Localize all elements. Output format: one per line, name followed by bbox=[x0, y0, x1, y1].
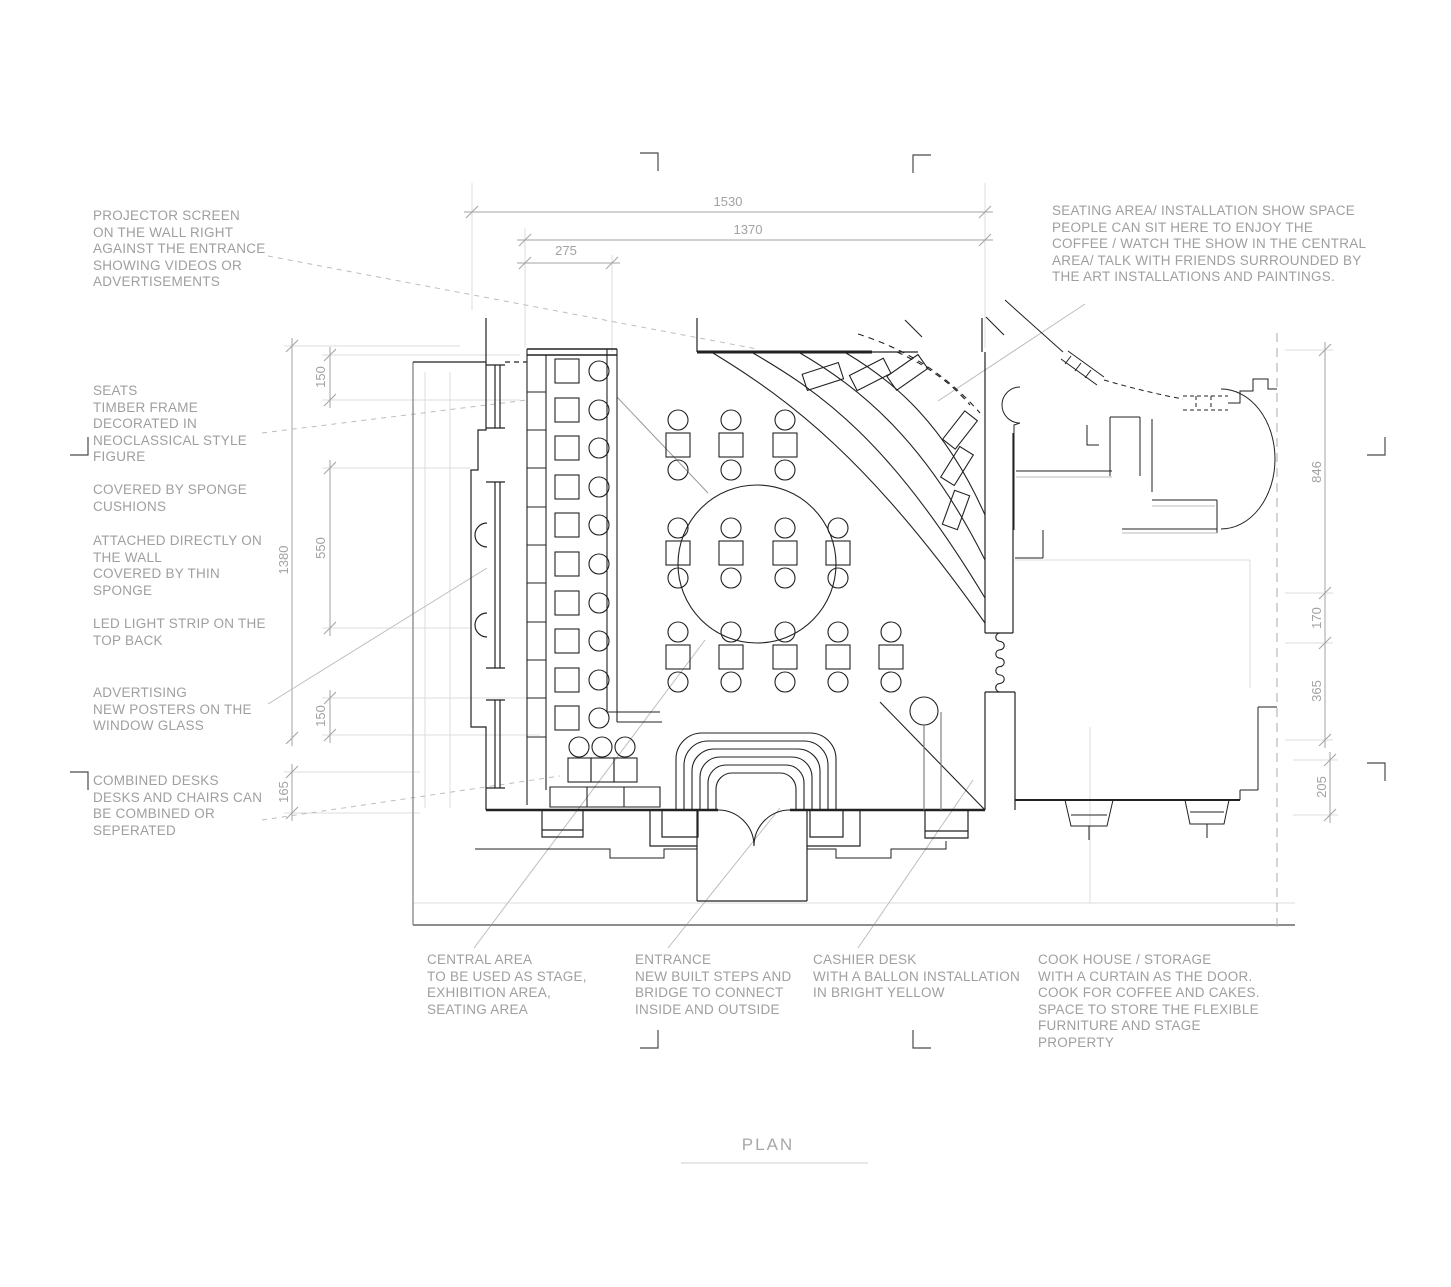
annotation-line: TIMBER FRAME bbox=[93, 399, 199, 415]
construction-lines bbox=[284, 183, 1338, 904]
annotation-seats: SEATS TIMBER FRAME DECORATED IN NEOCLASS… bbox=[93, 383, 247, 466]
dim-top-inner: 1370 bbox=[733, 222, 763, 237]
annotation-line: SEATING AREA bbox=[427, 1001, 529, 1017]
annotation-line: BE COMBINED OR bbox=[93, 806, 216, 822]
dim-left-seg3: 150 bbox=[313, 705, 328, 727]
annotation-projector-screen: PROJECTOR SCREEN ON THE WALL RIGHT AGAIN… bbox=[93, 208, 266, 291]
annotation-line: WITH A CURTAIN AS THE DOOR. bbox=[1038, 968, 1253, 984]
dimension-lines bbox=[285, 205, 1337, 823]
annotation-line: SEATING AREA/ INSTALLATION SHOW SPACE bbox=[1052, 203, 1356, 218]
annotation-attached-wall: ATTACHED DIRECTLY ON THE WALL COVERED BY… bbox=[93, 533, 262, 599]
annotation-line: FURNITURE AND STAGE bbox=[1038, 1018, 1201, 1034]
cook-house-storage bbox=[1001, 299, 1277, 840]
annotation-line: EXHIBITION AREA, bbox=[427, 985, 552, 1001]
annotation-line: ENTRANCE bbox=[635, 952, 712, 967]
entrance-steps bbox=[675, 732, 837, 847]
annotation-line: NEW POSTERS ON THE bbox=[93, 701, 252, 717]
annotation-line: ATTACHED DIRECTLY ON bbox=[93, 533, 263, 548]
central-tables bbox=[665, 409, 904, 693]
annotation-line: COVERED BY THIN bbox=[93, 566, 221, 582]
annotation-line: SEATS bbox=[93, 383, 138, 398]
dim-left-seg1: 150 bbox=[313, 366, 328, 388]
annotation-line: SEPERATED bbox=[93, 822, 177, 838]
annotation-line: PROPERTY bbox=[1038, 1034, 1115, 1050]
annotation-led-strip: LED LIGHT STRIP ON THE TOP BACK bbox=[93, 616, 266, 649]
dim-left-overall: 1380 bbox=[276, 545, 291, 575]
corner-marks bbox=[70, 152, 1386, 1049]
annotation-line: NEOCLASSICAL STYLE bbox=[93, 432, 248, 448]
site-boundary bbox=[412, 333, 1295, 928]
annotation-line: DECORATED IN bbox=[93, 416, 198, 432]
entrance-door-swings bbox=[717, 809, 791, 847]
annotation-line: COOK FOR COFFEE AND CAKES. bbox=[1038, 985, 1260, 1001]
combined-desks bbox=[549, 736, 661, 808]
annotation-line: THE ART INSTALLATIONS AND PAINTINGS. bbox=[1052, 269, 1336, 285]
annotation-seating-area: SEATING AREA/ INSTALLATION SHOW SPACE PE… bbox=[1052, 203, 1366, 286]
balloon-installation bbox=[909, 696, 939, 726]
annotation-line: WITH A BALLON INSTALLATION bbox=[813, 968, 1021, 984]
annotation-combined-desks: COMBINED DESKS DESKS AND CHAIRS CAN BE C… bbox=[93, 773, 262, 839]
dim-right-seg2: 170 bbox=[1309, 607, 1324, 629]
annotation-central-area: CENTRAL AREA TO BE USED AS STAGE, EXHIBI… bbox=[427, 952, 587, 1018]
dim-left-seg4: 165 bbox=[276, 781, 291, 803]
annotation-line: TOP BACK bbox=[93, 632, 163, 648]
annotation-line: BRIDGE TO CONNECT bbox=[635, 985, 784, 1001]
annotation-line: ADVERTISING bbox=[93, 685, 188, 700]
annotation-line: WINDOW GLASS bbox=[93, 718, 205, 734]
annotation-line: LED LIGHT STRIP ON THE bbox=[93, 616, 266, 631]
annotation-line: COOK HOUSE / STORAGE bbox=[1038, 952, 1212, 967]
annotation-cook-house: COOK HOUSE / STORAGE WITH A CURTAIN AS T… bbox=[1038, 952, 1260, 1052]
annotation-line: PEOPLE CAN SIT HERE TO ENJOY THE bbox=[1052, 219, 1314, 235]
annotation-line: DESKS AND CHAIRS CAN bbox=[93, 789, 263, 805]
annotation-sponge-cushions: COVERED BY SPONGE CUSHIONS bbox=[93, 482, 247, 515]
annotation-line: COVERED BY SPONGE bbox=[93, 482, 248, 497]
annotation-line: IN BRIGHT YELLOW bbox=[813, 985, 945, 1001]
annotation-line: COMBINED DESKS bbox=[93, 773, 219, 788]
annotation-line: PROJECTOR SCREEN bbox=[93, 208, 241, 223]
annotation-line: AREA/ TALK WITH FRIENDS SURROUNDED BY bbox=[1052, 252, 1362, 268]
annotation-line: CENTRAL AREA bbox=[427, 952, 533, 967]
annotation-line: AGAINST THE ENTRANCE bbox=[93, 241, 266, 257]
annotation-cashier-desk: CASHIER DESK WITH A BALLON INSTALLATION … bbox=[813, 952, 1020, 1002]
dim-top-small: 275 bbox=[555, 243, 577, 258]
central-stage-circle bbox=[677, 484, 837, 644]
page-title: PLAN bbox=[741, 1135, 795, 1154]
curtain-door bbox=[995, 632, 1005, 693]
annotation-line: COFFEE / WATCH THE SHOW IN THE CENTRAL bbox=[1052, 236, 1367, 252]
annotation-leader-lines bbox=[261, 255, 1086, 949]
annotation-line: NEW BUILT STEPS AND bbox=[635, 968, 792, 984]
dim-right-seg3: 365 bbox=[1309, 680, 1324, 702]
annotation-entrance: ENTRANCE NEW BUILT STEPS AND BRIDGE TO C… bbox=[635, 952, 792, 1018]
annotation-line: TO BE USED AS STAGE, bbox=[427, 968, 587, 984]
dim-right-seg1: 846 bbox=[1309, 461, 1324, 483]
dim-top-overall: 1530 bbox=[713, 194, 743, 209]
annotation-line: SPACE TO STORE THE FLEXIBLE bbox=[1038, 1001, 1259, 1017]
annotation-line: SPONGE bbox=[93, 582, 153, 598]
building-walls bbox=[413, 318, 1016, 902]
wall-bench-seats bbox=[526, 348, 662, 805]
dim-right-seg4: 205 bbox=[1314, 776, 1329, 798]
annotation-line: ADVERTISEMENTS bbox=[93, 274, 221, 290]
annotation-line: THE WALL bbox=[93, 549, 163, 565]
cashier-desk bbox=[879, 696, 986, 811]
annotation-line: CUSHIONS bbox=[93, 498, 167, 514]
annotation-line: INSIDE AND OUTSIDE bbox=[635, 1001, 780, 1017]
annotation-line: ON THE WALL RIGHT bbox=[93, 224, 234, 240]
annotation-line: SHOWING VIDEOS OR bbox=[93, 257, 243, 273]
dim-left-seg2: 550 bbox=[313, 537, 328, 559]
annotation-line: FIGURE bbox=[93, 449, 146, 465]
annotation-advertising: ADVERTISING NEW POSTERS ON THE WINDOW GL… bbox=[93, 685, 252, 735]
curved-seating-rows bbox=[712, 316, 1005, 624]
annotation-line: CASHIER DESK bbox=[813, 952, 917, 967]
